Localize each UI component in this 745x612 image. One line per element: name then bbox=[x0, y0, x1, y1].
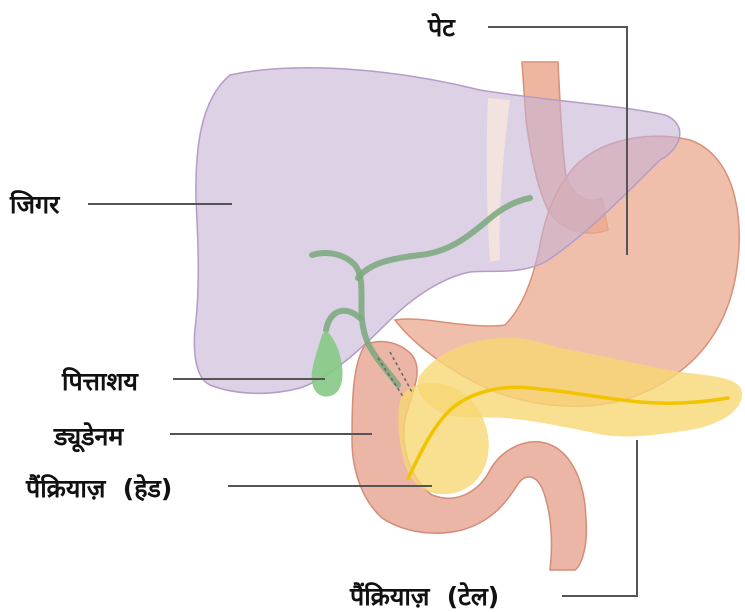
label-duodenum: ड्यूडेनम bbox=[53, 422, 124, 453]
label-pancreas-tail: पैंक्रियाज़ (टेल) bbox=[349, 582, 499, 611]
label-gallbladder: पित्ताशय bbox=[61, 367, 139, 396]
label-pancreas-head: पैंक्रियाज़ (हेड) bbox=[25, 474, 172, 503]
label-stomach: पेट bbox=[427, 13, 456, 42]
label-liver: जिगर bbox=[9, 190, 61, 219]
